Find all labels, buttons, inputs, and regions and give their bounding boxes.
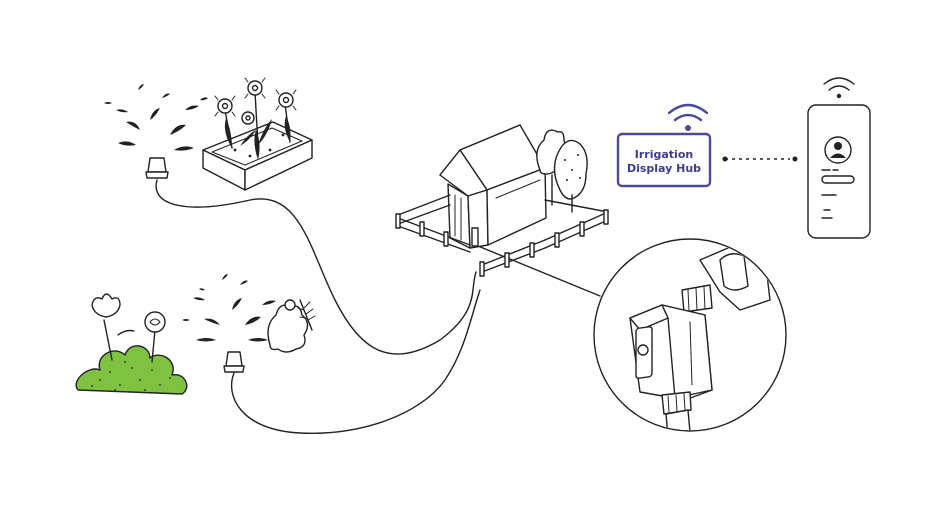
fence xyxy=(395,194,609,277)
hub-box xyxy=(616,132,712,188)
flower xyxy=(275,89,297,111)
bush-foliage xyxy=(75,345,188,395)
raised-planter-bed xyxy=(202,77,313,191)
garden-shed xyxy=(395,124,609,277)
fern-plant xyxy=(267,299,316,353)
wireless-link xyxy=(722,156,798,162)
green-bush xyxy=(75,293,188,395)
tulip-flower xyxy=(91,293,121,318)
rose-flower xyxy=(144,311,166,333)
irrigation-hose-lines xyxy=(155,179,601,434)
water-spray-drops xyxy=(182,274,276,342)
magnified-valve-controller xyxy=(593,238,787,432)
flower xyxy=(241,111,255,125)
sprinkler-bottom xyxy=(182,274,276,373)
sprinkler-top-left xyxy=(104,84,208,179)
hub-label: Irrigation Display Hub xyxy=(626,148,702,175)
water-spray-drops xyxy=(104,84,208,151)
wifi-icon xyxy=(823,77,855,99)
irrigation-display-hub xyxy=(616,103,712,188)
tree xyxy=(553,139,588,213)
wifi-icon xyxy=(667,103,709,131)
remote-display-device xyxy=(807,77,871,239)
flower xyxy=(214,95,236,117)
flower xyxy=(244,77,266,99)
user-avatar-icon xyxy=(824,136,852,164)
